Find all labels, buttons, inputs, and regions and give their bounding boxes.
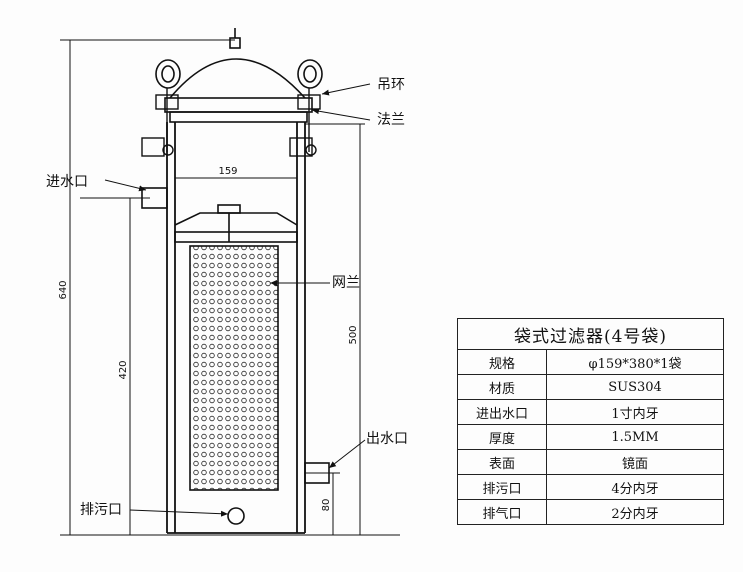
spec-row: 厚度 1.5MM xyxy=(457,424,724,450)
spec-row: 表面 镜面 xyxy=(457,449,724,475)
spec-value: 1.5MM xyxy=(546,424,724,450)
spec-value: 4分内牙 xyxy=(546,474,724,500)
spec-row: 排气口 2分内牙 xyxy=(457,499,724,525)
spec-key: 表面 xyxy=(457,449,547,475)
outlet-label: 出水口 xyxy=(366,431,408,447)
lifting-ring-right xyxy=(297,59,323,89)
flange xyxy=(164,97,313,123)
spec-key: 进出水口 xyxy=(457,399,547,425)
spec-row: 排污口 4分内牙 xyxy=(457,474,724,500)
dim-outlet-height: 80 xyxy=(321,499,332,512)
dim-diameter: 159 xyxy=(218,166,237,177)
spec-key: 材质 xyxy=(457,374,547,400)
spec-key: 排气口 xyxy=(457,499,547,525)
dome-lid xyxy=(169,28,306,99)
spec-value: 1寸内牙 xyxy=(546,399,724,425)
spec-row: 材质 SUS304 xyxy=(457,374,724,400)
spec-value: SUS304 xyxy=(546,374,724,400)
leader-lines xyxy=(104,83,371,517)
dimension-lines xyxy=(60,39,400,536)
dim-basket-height: 500 xyxy=(348,325,359,344)
mesh-flange-label: 网兰 xyxy=(332,275,360,291)
spec-value: 2分内牙 xyxy=(546,499,724,525)
flange-label: 法兰 xyxy=(377,112,405,128)
lifting-ring-left xyxy=(155,59,181,89)
spec-row: 进出水口 1寸内牙 xyxy=(457,399,724,425)
lifting-ring-label: 吊环 xyxy=(377,77,405,93)
inlet-label: 进水口 xyxy=(46,174,88,190)
spec-title: 袋式过滤器(4号袋) xyxy=(457,318,724,350)
mesh-basket xyxy=(189,245,279,491)
spec-table: 袋式过滤器(4号袋) 规格 φ159*380*1袋 材质 SUS304 进出水口… xyxy=(457,318,724,525)
spec-row: 规格 φ159*380*1袋 xyxy=(457,349,724,375)
spec-value: 镜面 xyxy=(546,449,724,475)
basket-handle xyxy=(174,204,298,243)
spec-key: 厚度 xyxy=(457,424,547,450)
spec-key: 规格 xyxy=(457,349,547,375)
dim-inlet-height: 420 xyxy=(118,360,129,379)
spec-title-row: 袋式过滤器(4号袋) xyxy=(457,318,724,350)
drain-port xyxy=(227,507,245,525)
dim-total-height: 640 xyxy=(58,280,69,299)
drain-label: 排污口 xyxy=(80,502,122,518)
spec-value: φ159*380*1袋 xyxy=(546,349,724,375)
spec-key: 排污口 xyxy=(457,474,547,500)
